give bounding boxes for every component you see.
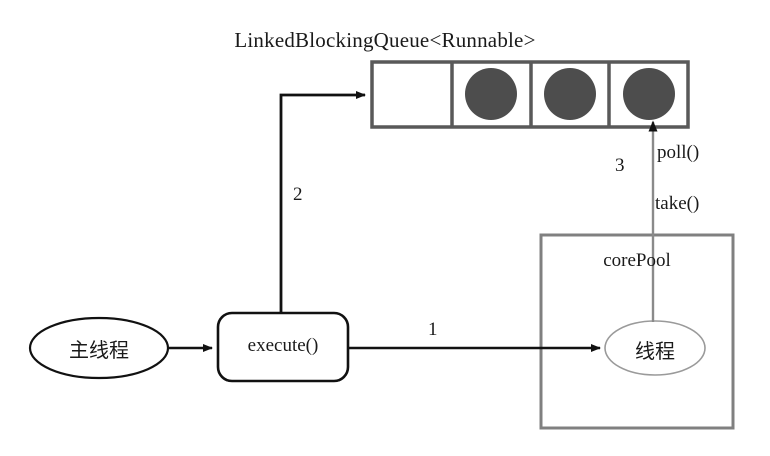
worker-thread-ellipse xyxy=(604,320,706,376)
corepool-label: corePool xyxy=(603,250,671,271)
edge-label-1: 1 xyxy=(428,319,438,340)
queue-task-circle xyxy=(465,68,517,120)
edge-label-2: 2 xyxy=(293,184,303,205)
queue-box xyxy=(370,60,690,129)
edge-label-3: 3 xyxy=(615,155,625,176)
worker-thread-label: 线程 xyxy=(635,341,675,363)
edge-2-execute-to-queue xyxy=(279,91,366,313)
main-thread-ellipse xyxy=(28,316,170,380)
poll-annotation: poll() xyxy=(657,142,700,163)
main-thread-label: 主线程 xyxy=(69,340,129,362)
queue-task-circle xyxy=(544,68,596,120)
queue-title: LinkedBlockingQueue<Runnable> xyxy=(234,28,536,52)
queue-task-circle xyxy=(623,68,675,120)
take-annotation: take() xyxy=(655,193,700,214)
execute-node-label: execute() xyxy=(247,335,319,356)
